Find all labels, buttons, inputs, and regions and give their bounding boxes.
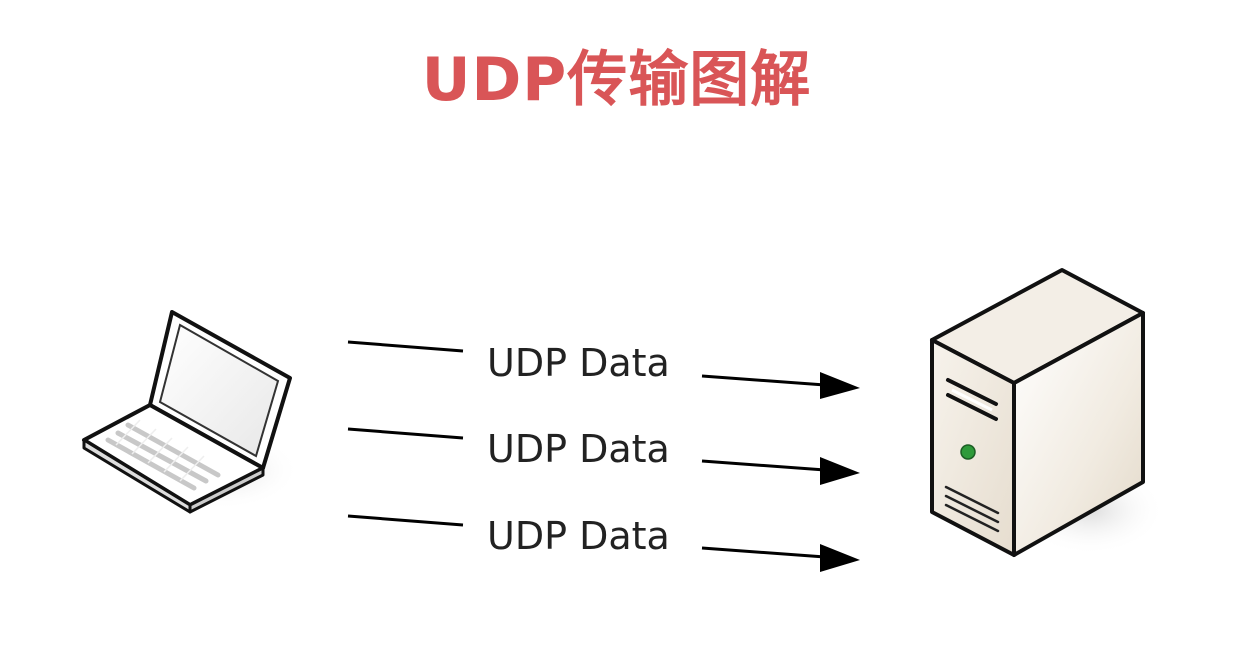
- packet-label: UDP Data: [487, 341, 670, 385]
- packet-arrow-1: [347, 340, 860, 399]
- packet-arrow-2: [347, 427, 860, 485]
- laptop-icon: [82, 310, 300, 514]
- diagram-title: UDP传输图解: [421, 45, 812, 115]
- packet-label: UDP Data: [487, 427, 670, 471]
- packet-arrow-3: [347, 514, 860, 572]
- packet-label: UDP Data: [487, 514, 670, 558]
- server-icon: [930, 268, 1165, 557]
- power-led: [960, 444, 976, 460]
